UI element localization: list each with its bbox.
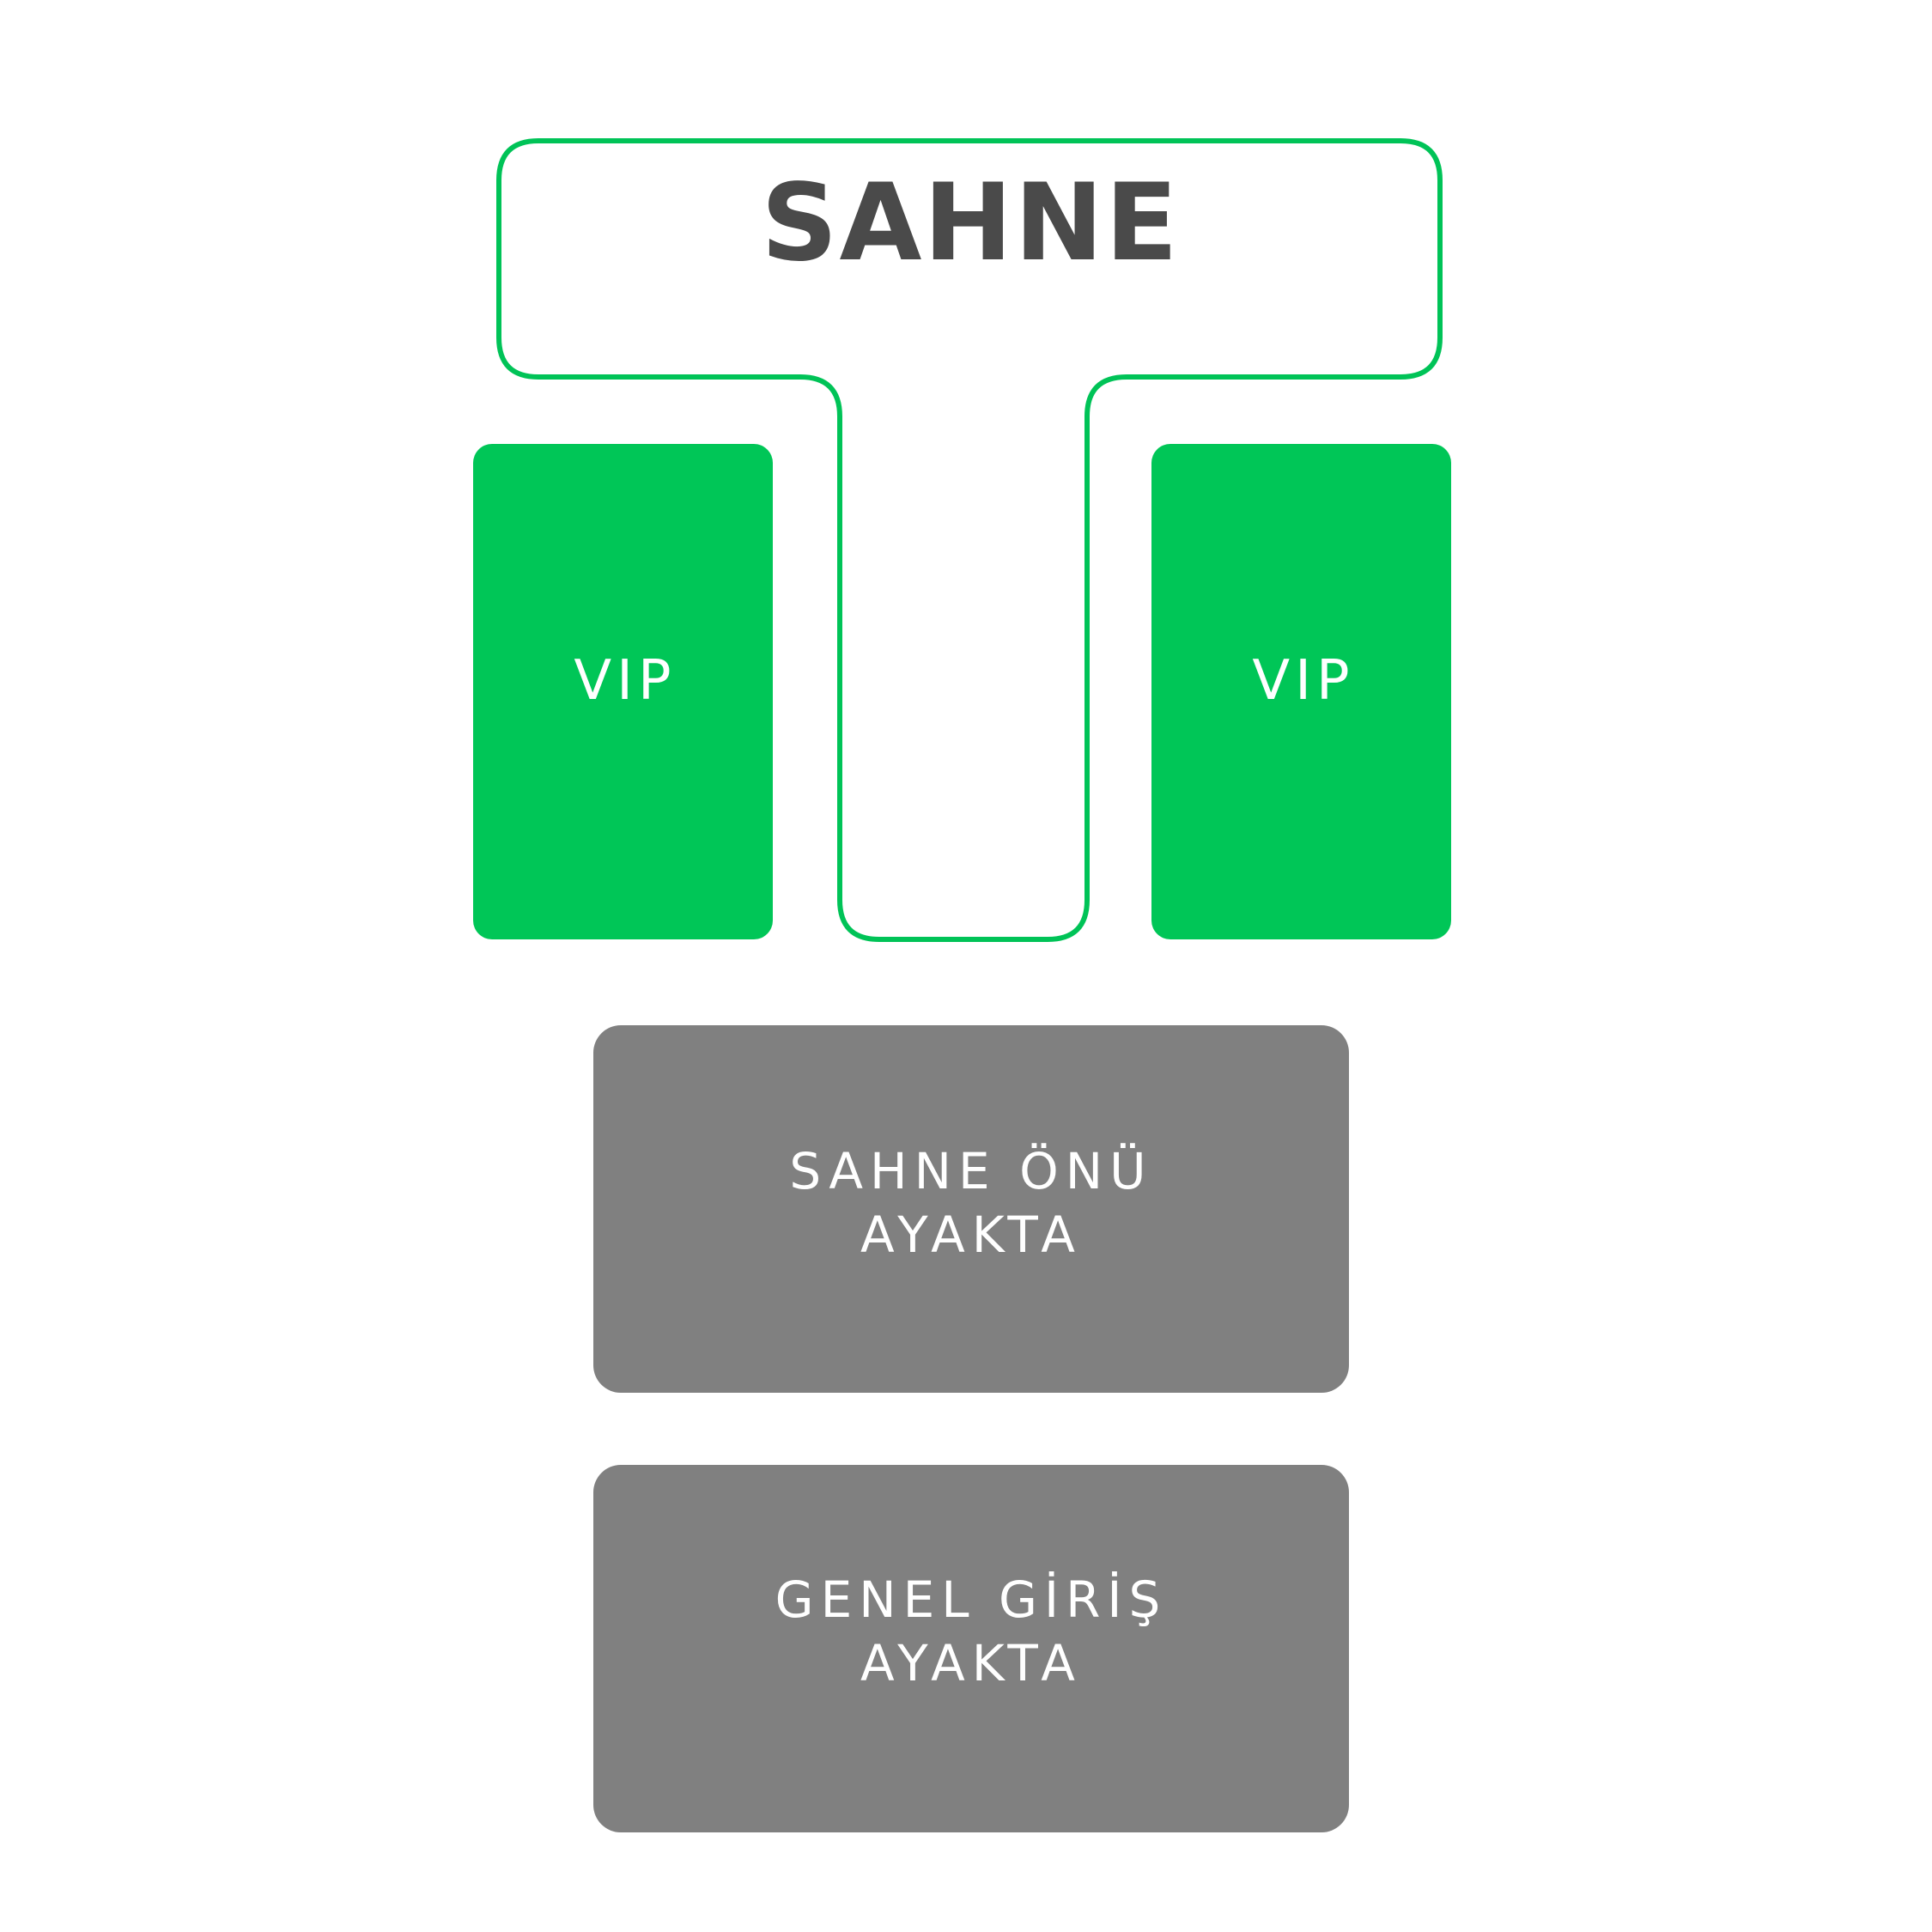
general-admission-label-line2: AYAKTA (860, 1634, 1082, 1692)
general-admission-standing-section[interactable]: GENEL GİRİŞ AYAKTA (593, 1465, 1349, 1832)
front-stage-label-line1: SAHNE ÖNÜ (789, 1142, 1152, 1200)
stage-area[interactable]: SAHNE (496, 138, 1443, 942)
vip-left-label: VIP (574, 649, 676, 713)
front-stage-block (593, 1025, 1349, 1393)
vip-right-block (1151, 444, 1451, 939)
vip-left-block (473, 444, 773, 939)
vip-right-section[interactable]: VIP (1151, 444, 1451, 939)
stage-label: SAHNE (761, 161, 1180, 285)
vip-left-section[interactable]: VIP (473, 444, 773, 939)
vip-right-label: VIP (1252, 649, 1354, 713)
front-stage-standing-section[interactable]: SAHNE ÖNÜ AYAKTA (593, 1025, 1349, 1393)
general-admission-label-line1: GENEL GİRİŞ (775, 1571, 1168, 1629)
front-stage-label-line2: AYAKTA (860, 1206, 1082, 1264)
general-admission-block (593, 1465, 1349, 1832)
stage-outline (496, 138, 1443, 942)
